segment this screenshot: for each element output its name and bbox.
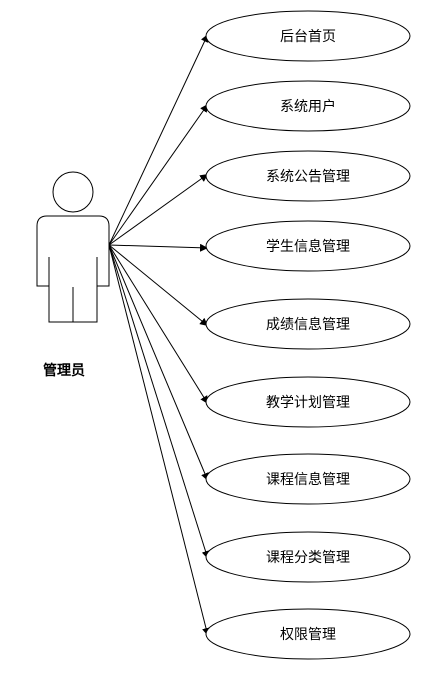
use-case-ellipse — [205, 150, 411, 202]
use-case-label: 课程分类管理 — [266, 550, 350, 566]
use-case-label: 系统用户 — [280, 98, 336, 115]
use-case: 成绩信息管理 — [205, 298, 411, 350]
use-case-ellipse — [205, 376, 411, 428]
use-case: 后台首页 — [205, 10, 411, 62]
actor-label: 管理员 — [43, 362, 85, 379]
association-line — [108, 244, 209, 405]
use-case: 系统用户 — [205, 80, 411, 132]
association-line — [108, 244, 209, 327]
association-line — [108, 244, 210, 637]
use-case-ellipse — [205, 298, 411, 350]
use-case-ellipse — [205, 10, 411, 62]
use-case: 课程分类管理 — [205, 531, 411, 583]
use-case-label: 系统公告管理 — [266, 169, 350, 185]
actor-body — [36, 215, 110, 323]
actor-figure — [36, 171, 110, 323]
use-case: 课程信息管理 — [205, 453, 411, 505]
use-cases-group: 后台首页系统用户系统公告管理学生信息管理成绩信息管理教学计划管理课程信息管理课程… — [205, 10, 411, 660]
association-line — [108, 33, 209, 246]
use-case-ellipse — [205, 80, 411, 132]
association-line — [108, 243, 209, 252]
use-case-ellipse — [205, 608, 411, 660]
association-line — [108, 244, 210, 560]
use-case-label: 成绩信息管理 — [266, 316, 350, 333]
use-case: 系统公告管理 — [205, 150, 411, 202]
use-case: 教学计划管理 — [205, 376, 411, 428]
use-case: 权限管理 — [205, 608, 411, 660]
use-case-ellipse — [205, 453, 411, 505]
association-lines — [108, 33, 210, 637]
use-case-label: 后台首页 — [280, 29, 336, 45]
use-case-label: 教学计划管理 — [266, 395, 350, 411]
association-line — [108, 173, 209, 246]
actor-head — [52, 171, 94, 213]
association-line — [108, 244, 209, 482]
use-case-ellipse — [205, 220, 411, 272]
use-case-label: 权限管理 — [280, 627, 336, 643]
use-case-label: 课程信息管理 — [266, 471, 350, 488]
association-line — [108, 103, 209, 246]
use-case-label: 学生信息管理 — [266, 238, 350, 255]
use-case: 学生信息管理 — [205, 220, 411, 272]
use-case-ellipse — [205, 531, 411, 583]
